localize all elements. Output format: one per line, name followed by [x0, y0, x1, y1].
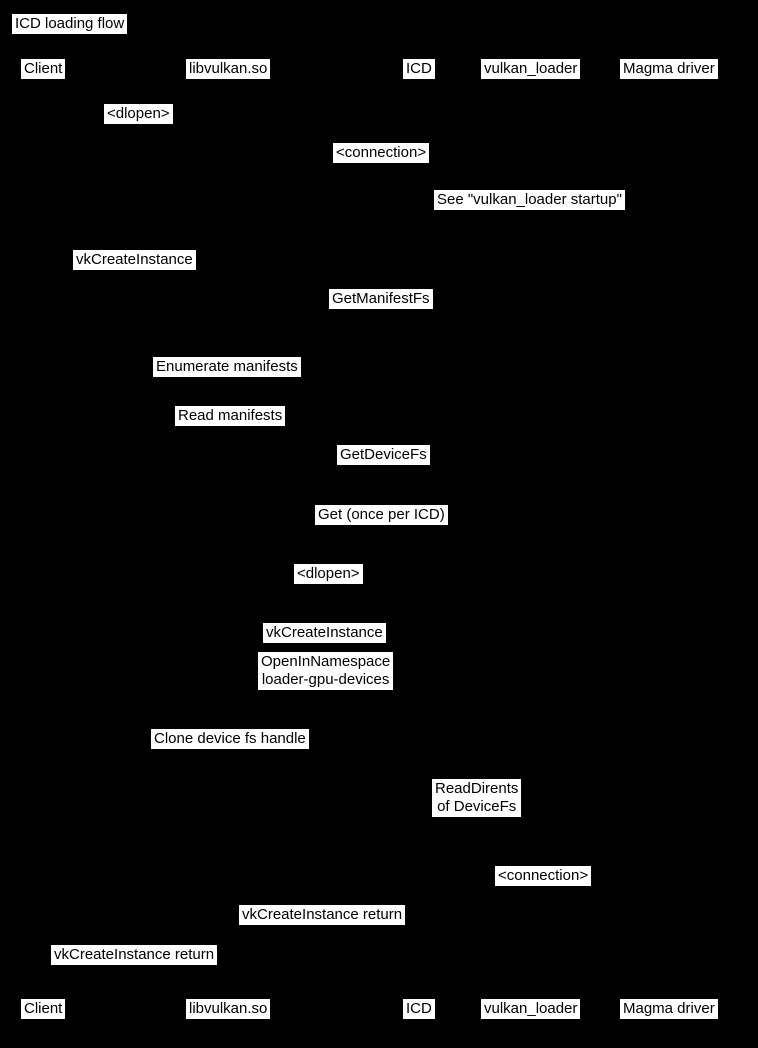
- participant-icd-top: ICD: [403, 59, 435, 79]
- message-vkcreateinstance-return-libvulkan: vkCreateInstance return: [239, 905, 406, 925]
- message-dlopen-client-libvulkan: <dlopen>: [104, 104, 173, 124]
- message-getdevicefs: GetDeviceFs: [337, 445, 430, 465]
- message-vkcreateinstance-client: vkCreateInstance: [73, 250, 196, 270]
- note-vulkan-loader-startup: See "vulkan_loader startup": [434, 190, 625, 210]
- message-connection-icd-magma: <connection>: [495, 866, 592, 886]
- message-getmanifestfs: GetManifestFs: [329, 289, 433, 309]
- message-enumerate-manifests: Enumerate manifests: [153, 357, 301, 377]
- message-get-once-per-icd: Get (once per ICD): [315, 505, 448, 525]
- participant-magma-top: Magma driver: [620, 59, 718, 79]
- participant-client-top: Client: [21, 59, 66, 79]
- participant-magma-bottom: Magma driver: [620, 999, 718, 1019]
- message-readdirents-devicefs: ReadDirents of DeviceFs: [432, 779, 522, 817]
- message-clone-device-fs-handle: Clone device fs handle: [151, 729, 309, 749]
- message-vkcreateinstance-icd: vkCreateInstance: [263, 623, 386, 643]
- participant-vulkan-loader-top: vulkan_loader: [481, 59, 581, 79]
- participant-client-bottom: Client: [21, 999, 66, 1019]
- participant-libvulkan-top: libvulkan.so: [186, 59, 271, 79]
- message-read-manifests: Read manifests: [175, 406, 286, 426]
- message-openinnamespace: OpenInNamespace loader-gpu-devices: [258, 652, 394, 690]
- message-dlopen-libvulkan-icd: <dlopen>: [294, 564, 363, 584]
- message-vkcreateinstance-return-client: vkCreateInstance return: [51, 945, 218, 965]
- participant-icd-bottom: ICD: [403, 999, 435, 1019]
- diagram-title: ICD loading flow: [12, 14, 128, 34]
- participant-vulkan-loader-bottom: vulkan_loader: [481, 999, 581, 1019]
- participant-libvulkan-bottom: libvulkan.so: [186, 999, 271, 1019]
- message-connection-libvulkan-loader: <connection>: [333, 143, 430, 163]
